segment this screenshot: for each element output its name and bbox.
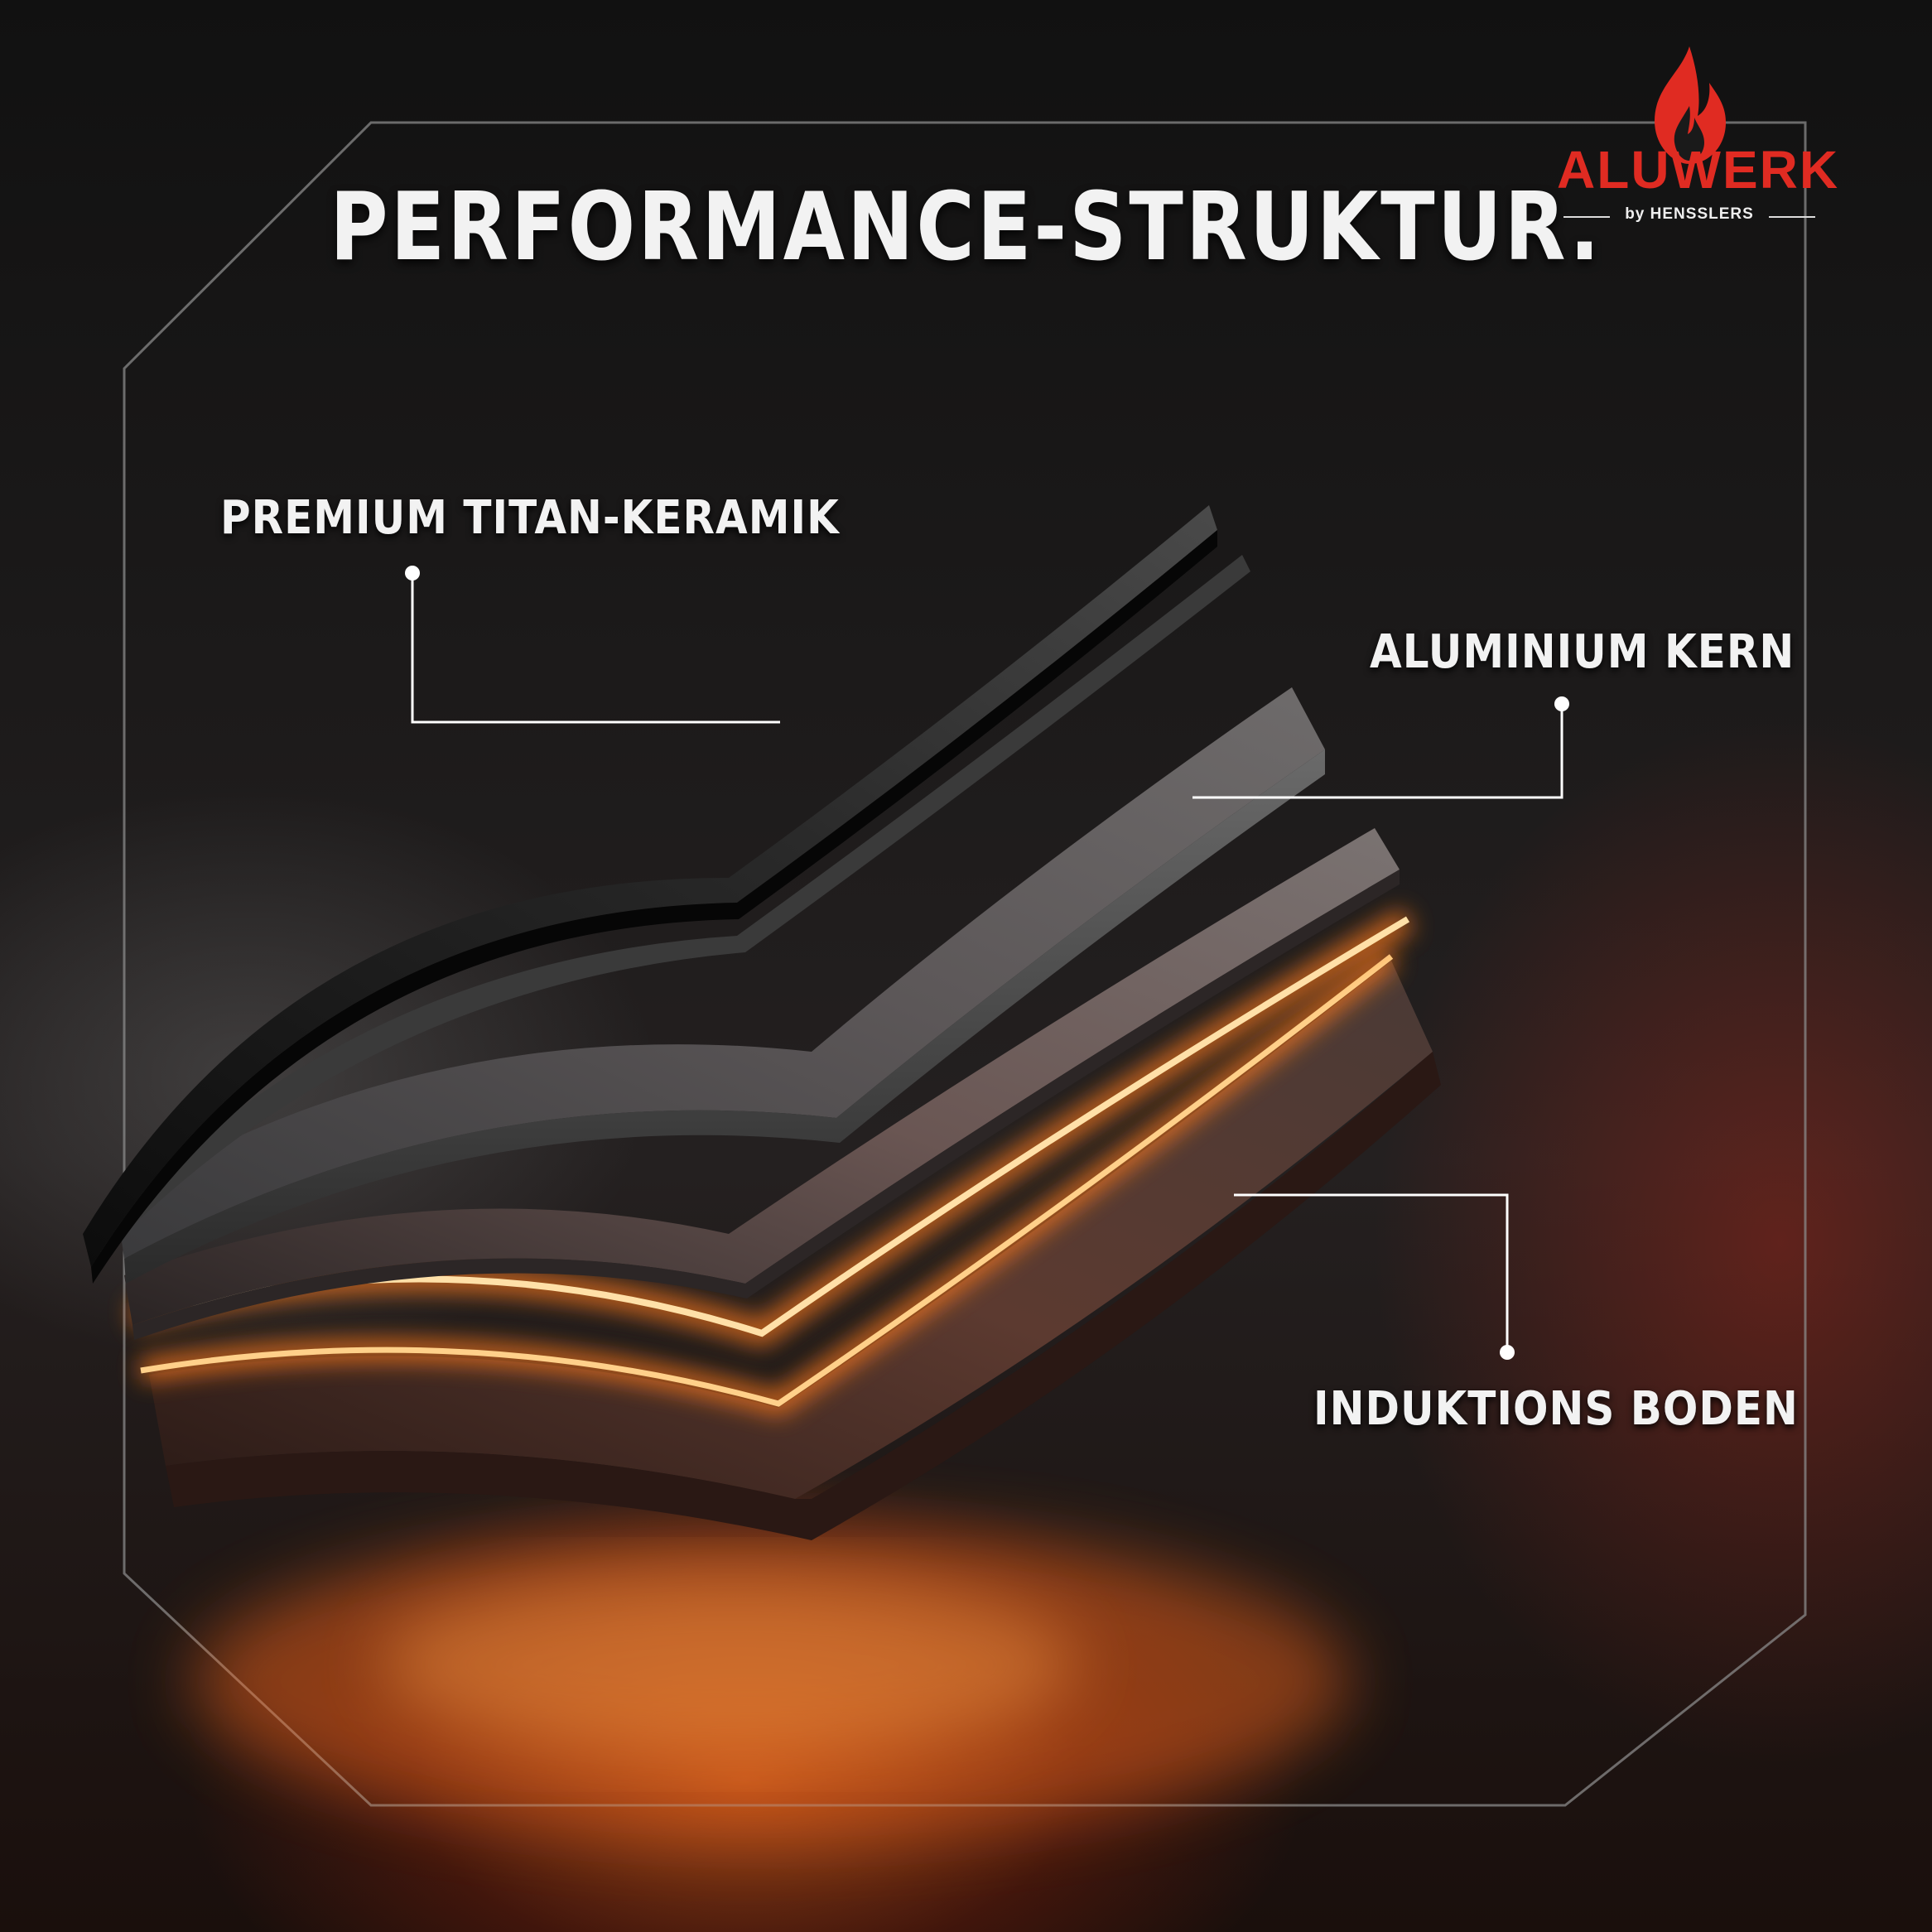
flame-icon	[1655, 46, 1726, 164]
metal-middle-edge	[124, 749, 1325, 1284]
label-titan-keramik: PREMIUM TITAN-KERAMIK	[220, 490, 840, 545]
label-aluminium-kern: ALUMINIUM KERN	[1370, 624, 1795, 679]
callout-line-titan	[411, 573, 780, 724]
metal-middle-layer	[116, 687, 1325, 1259]
titan-ceramic-top-layer	[83, 505, 1217, 1267]
induction-base-layer	[149, 961, 1433, 1499]
induction-base-front	[166, 1052, 1441, 1540]
brand-tagline: by HENSSLERS	[1625, 205, 1754, 223]
floor-glow-core	[381, 1573, 1077, 1756]
tagline-rule-right	[1769, 216, 1815, 218]
aluminium-core-edge	[132, 870, 1400, 1340]
tagline-rule-left	[1563, 216, 1610, 218]
label-induktions-boden: INDUKTIONS BODEN	[1313, 1381, 1799, 1436]
page-title: PERFORMANCE-STRUKTUR.	[330, 171, 1602, 282]
aluminium-core-layer	[124, 828, 1400, 1325]
callout-line-kern	[1192, 704, 1563, 799]
brand-name: ALUWERK	[1557, 140, 1840, 200]
callout-line-boden	[1234, 1193, 1509, 1352]
glow-seam-lower-core	[140, 954, 1394, 1407]
